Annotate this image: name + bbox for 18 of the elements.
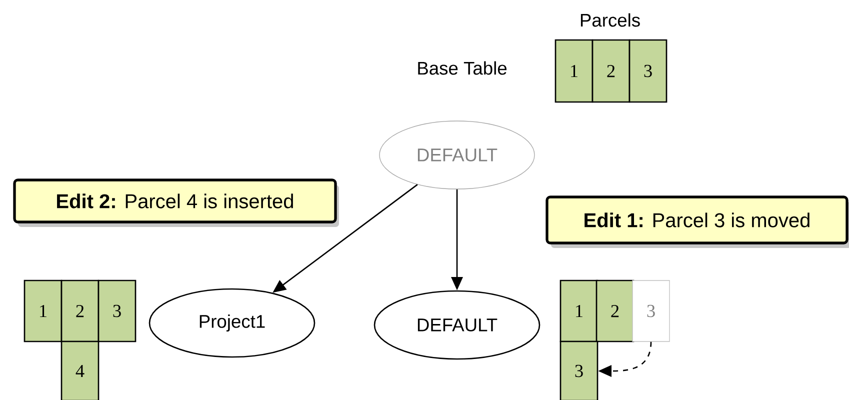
- ellipse-node: DEFAULT: [374, 290, 540, 360]
- parcel-cell: 3: [632, 280, 670, 342]
- parcel-cell: 2: [592, 39, 630, 103]
- parcel-cell: 4: [60, 340, 100, 400]
- parcel-cell: 2: [60, 280, 100, 342]
- parcel-cell: 3: [560, 340, 598, 400]
- parcel-cell: 1: [554, 39, 594, 103]
- parcel-cell: 3: [628, 39, 668, 103]
- callout-box: Edit 1: Parcel 3 is moved: [546, 196, 849, 248]
- parcel-cell: 2: [596, 280, 634, 342]
- parcel-cell: 1: [560, 280, 598, 342]
- ellipse-node: DEFAULT: [379, 120, 535, 190]
- text-label: Base Table: [418, 61, 507, 75]
- ellipse-node: Project1: [148, 288, 316, 358]
- text-label: Parcels: [580, 13, 640, 27]
- parcel-cell: 3: [98, 280, 136, 342]
- parcel-cell: 1: [24, 280, 62, 342]
- callout-box: Edit 2: Parcel 4 is inserted: [13, 178, 339, 227]
